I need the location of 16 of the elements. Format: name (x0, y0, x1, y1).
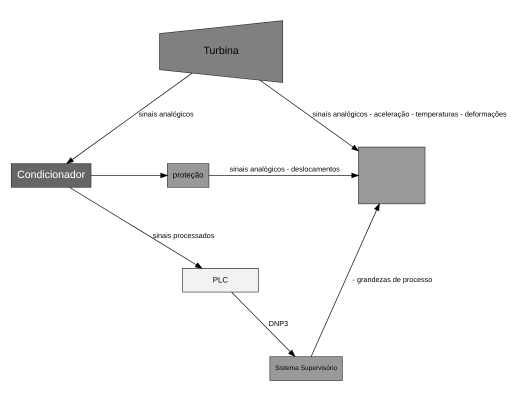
arrow (90, 172, 168, 178)
arrow (208, 172, 360, 178)
edge-label: DNP3 (268, 319, 288, 328)
edge-label: sinais analógicos - aceleração - temperaturas - deformações (312, 110, 507, 119)
node-box (358, 146, 426, 204)
arrow (260, 80, 360, 152)
edge-label: sinais analógicos (138, 110, 194, 119)
edge-label: sinais processados (152, 230, 214, 240)
arrow (231, 292, 296, 358)
node-box: Turbina (159, 20, 284, 83)
arrow (69, 187, 203, 269)
edge-label: sinais analógicos - deslocamentos (230, 164, 340, 174)
node-box: Condicionador (10, 163, 92, 188)
edge-label: - grandezas de processo (352, 275, 432, 284)
arrow (310, 202, 380, 357)
arrow (66, 72, 192, 164)
